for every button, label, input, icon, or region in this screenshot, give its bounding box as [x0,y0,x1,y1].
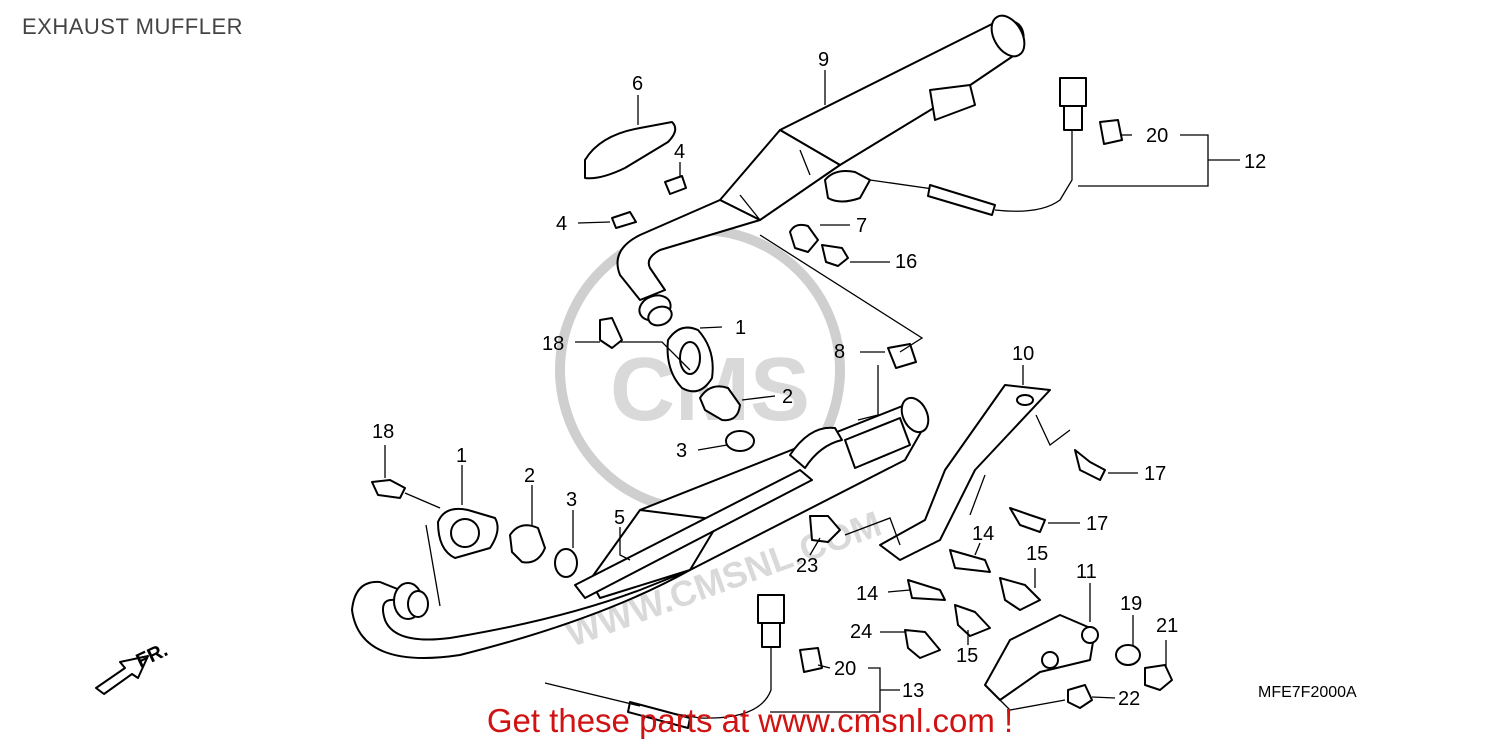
upper-o2-sensor [824,77,1123,216]
callout-6: 6 [632,73,643,95]
callout-17-upper: 17 [1144,463,1166,485]
upper-muffler [719,14,1026,221]
callout-16: 16 [895,251,917,273]
callout-numbers: 6 4 4 9 20 12 7 16 1 18 8 2 3 10 18 1 2 … [372,49,1357,710]
callout-2-lower: 2 [524,465,535,487]
callout-5: 5 [614,507,625,529]
ring-upper [725,430,755,452]
clip-lower [611,211,637,229]
callout-18-upper: 18 [542,333,564,355]
stud-upper [599,317,623,349]
front-direction-arrow: FR. [95,639,171,695]
stud-lower [371,479,406,499]
collar-14-upper [949,549,991,573]
step-bracket [984,614,1096,701]
collar-8 [887,343,917,369]
lower-o2-sensor [627,594,823,729]
diagram-code: MFE7F2000A [1258,684,1357,701]
washer-19 [1115,644,1141,666]
callout-9: 9 [818,49,829,71]
callout-21: 21 [1156,615,1178,637]
nut-21 [1144,664,1173,691]
callout-7: 7 [856,215,867,237]
callout-12: 12 [1244,151,1266,173]
callout-4-upper: 4 [674,141,685,163]
collar-lower [509,524,546,564]
bolt-16 [821,244,849,267]
callout-4-lower: 4 [556,213,567,235]
collar-upper [699,385,741,422]
callout-10: 10 [1012,343,1034,365]
callout-8: 8 [834,341,845,363]
leader-lines [384,70,1240,713]
bolt-17-upper [1074,449,1106,481]
bolt-24 [904,629,941,659]
callout-1-upper: 1 [735,317,746,339]
callout-19: 19 [1120,593,1142,615]
callout-3-lower: 3 [566,489,577,511]
callout-13: 13 [902,680,924,702]
clip-upper [664,175,687,195]
upper-exhaust-pipe [616,199,761,327]
bolt-17-lower [1009,507,1046,533]
callout-15-lower: 15 [956,645,978,667]
callout-18-lower: 18 [372,421,394,443]
callout-24: 24 [850,621,872,643]
callout-2-upper: 2 [782,386,793,408]
collar-14-lower [907,579,946,601]
clamp [789,223,819,253]
nut-22 [1067,684,1093,709]
lower-exhaust-pipe [351,569,691,659]
callout-20-upper: 20 [1146,125,1168,147]
muffler-bracket [879,384,1051,561]
callout-1-lower: 1 [456,445,467,467]
bolt-15-lower [954,604,991,637]
callout-3-upper: 3 [676,440,687,462]
heat-guard [584,121,677,180]
callout-14-upper: 14 [972,523,994,545]
callout-11: 11 [1076,561,1097,583]
bolt-23 [809,515,841,543]
callout-22: 22 [1118,688,1140,710]
callout-14-lower: 14 [856,583,878,605]
callout-15-upper: 15 [1026,543,1048,565]
callout-20-lower: 20 [834,658,856,680]
cta-banner[interactable]: Get these parts at www.cmsnl.com ! [486,702,1014,739]
callout-17-lower: 17 [1086,513,1108,535]
bolt-15-upper [999,577,1041,611]
callout-23: 23 [796,555,818,577]
lower-muffler [574,396,930,599]
page-title: EXHAUST MUFFLER [22,14,244,39]
ring-lower [554,548,578,578]
